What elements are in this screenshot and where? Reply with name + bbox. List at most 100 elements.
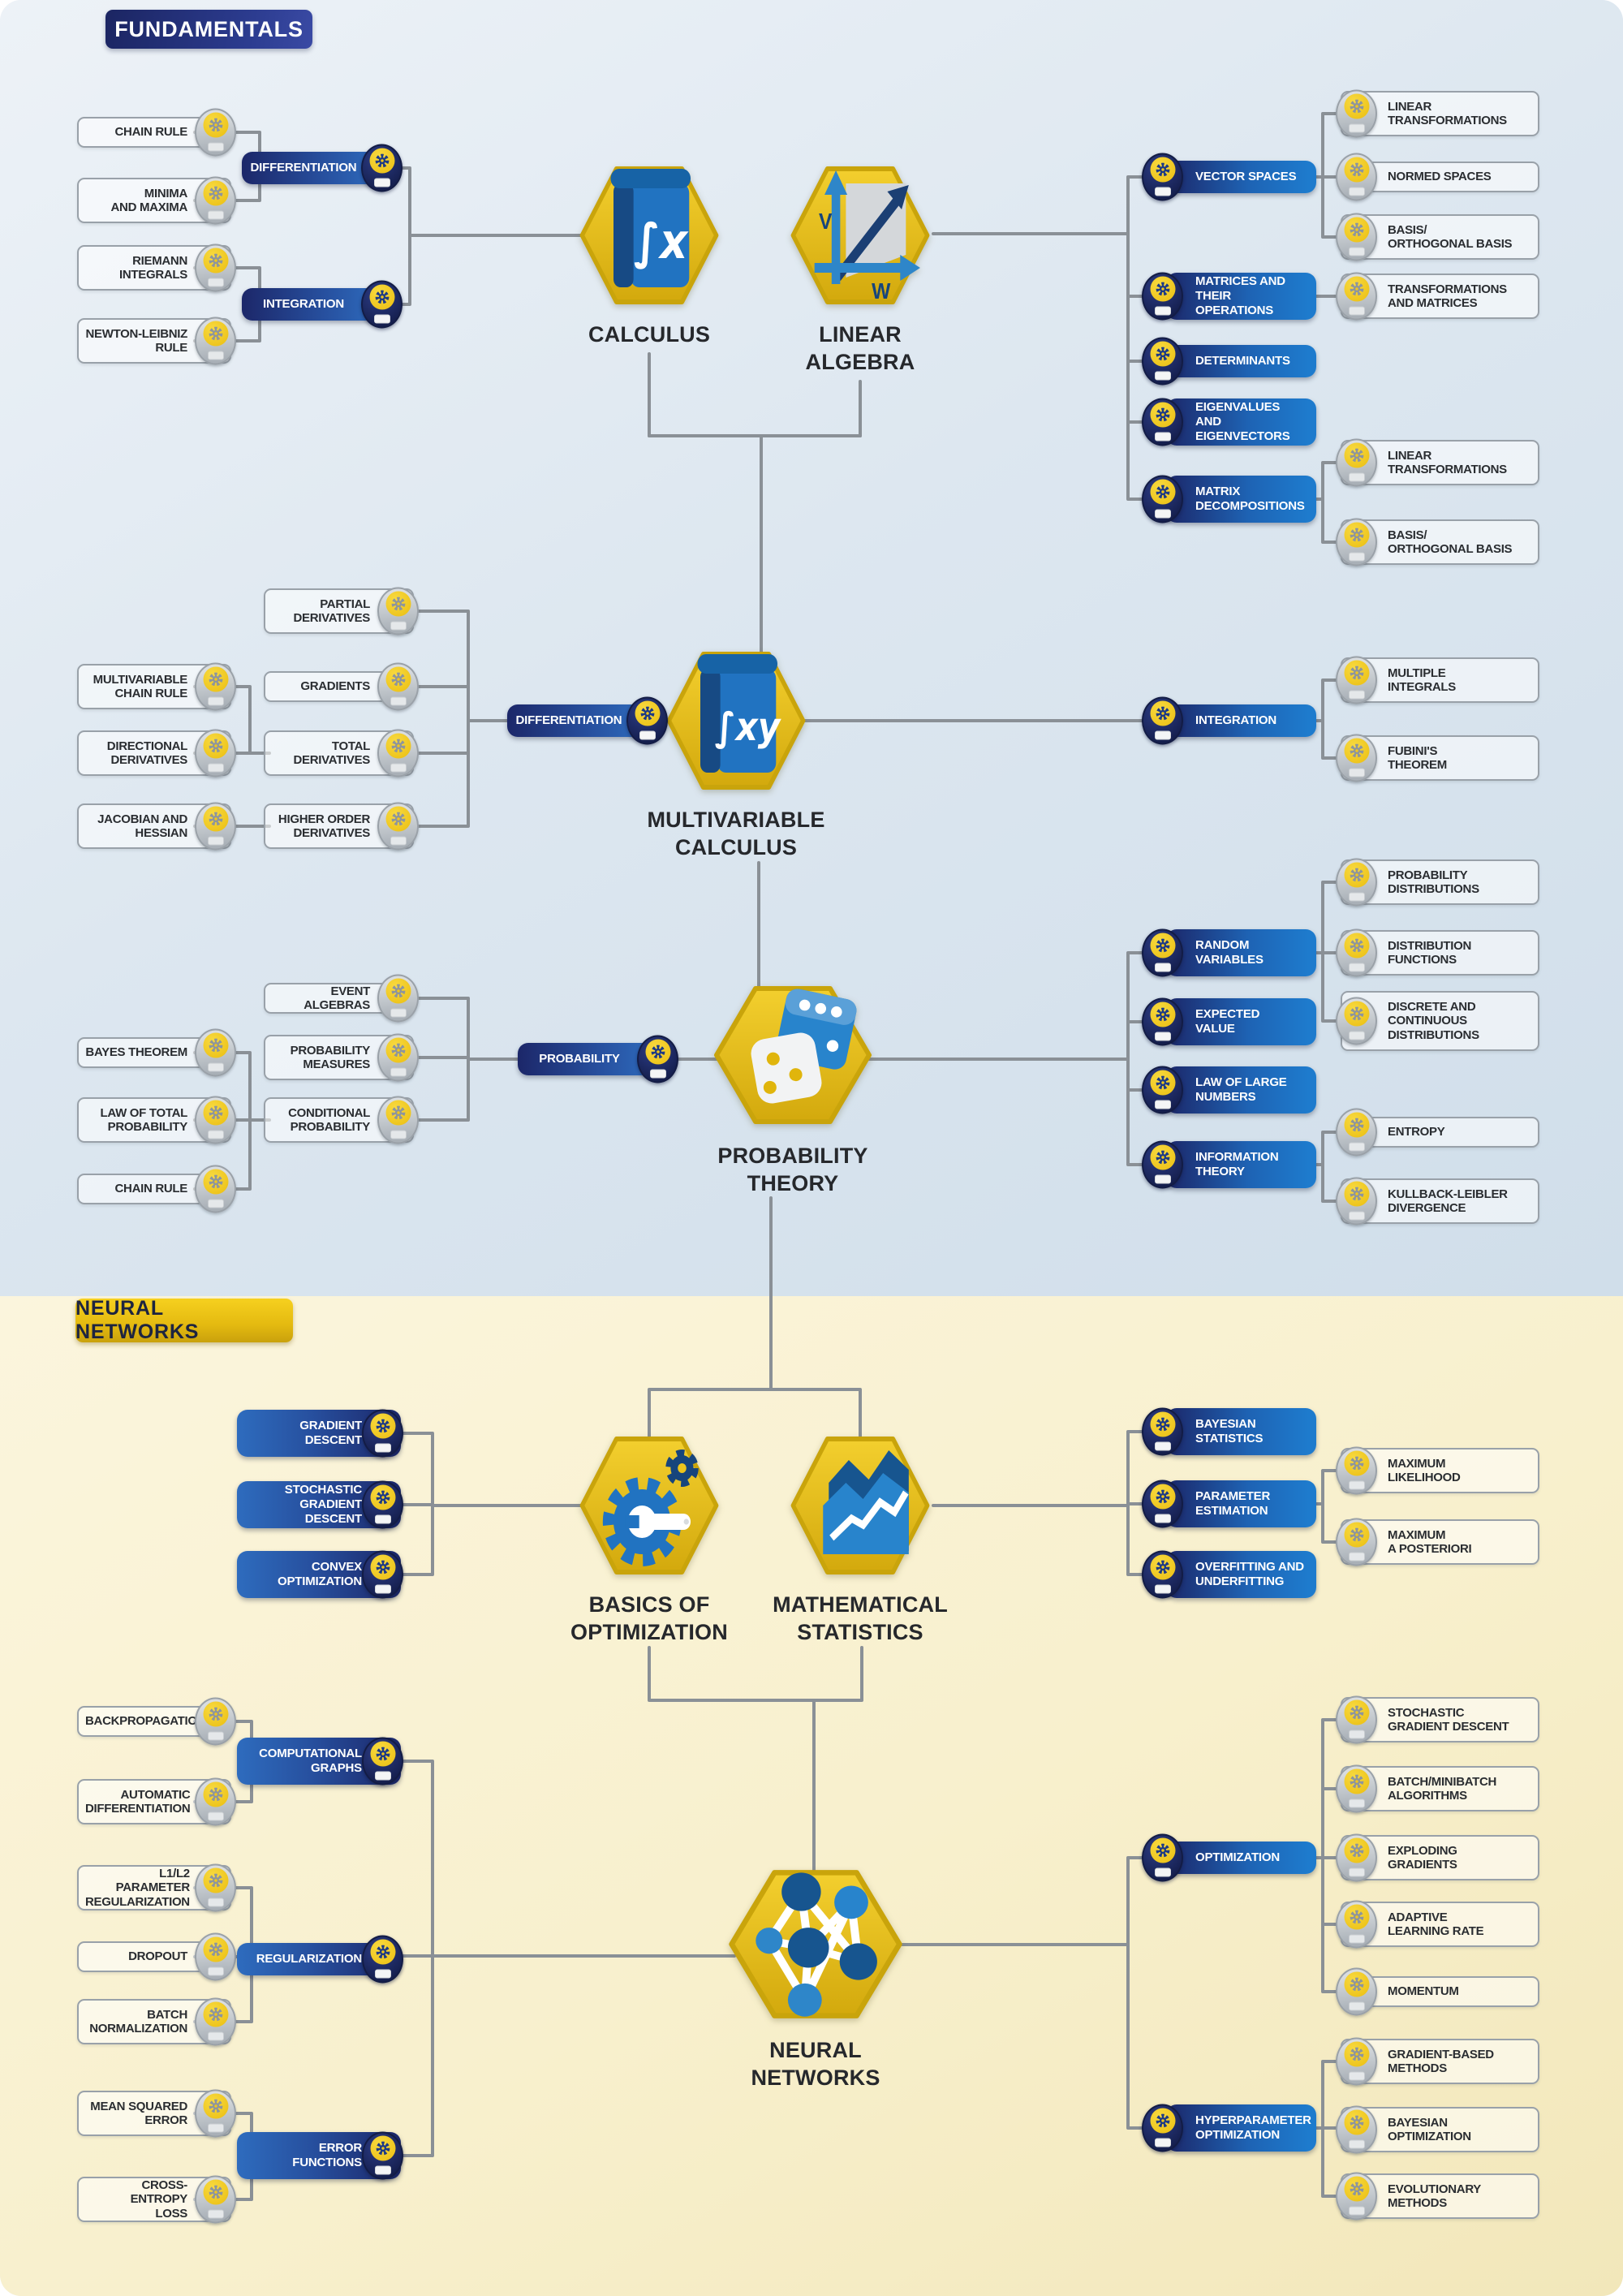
- lightbulb-gear-icon: [195, 1777, 236, 1826]
- category-law-of-large-numbers[interactable]: LAW OF LARGE NUMBERS: [1142, 1066, 1316, 1114]
- leaf-minima-and-maxima[interactable]: MINIMA AND MAXIMA: [77, 176, 236, 225]
- category-matrix-decompositions[interactable]: MATRIX DECOMPOSITIONS: [1142, 475, 1316, 523]
- leaf-stochastic-gradient-descent-sgd[interactable]: STOCHASTIC GRADIENT DESCENT: [1336, 1695, 1539, 1744]
- node-linear-algebra[interactable]: V W LINEAR ALGEBRA: [789, 154, 932, 374]
- leaf-basis-orthogonal-basis[interactable]: BASIS/ ORTHOGONAL BASIS: [1336, 213, 1539, 261]
- node-label: INTEGRATION: [1195, 713, 1277, 727]
- category-probability[interactable]: PROBABILITY: [518, 1035, 678, 1083]
- leaf-ma[interactable]: MAXIMUM A POSTERIORI: [1336, 1518, 1539, 1566]
- node-label: PARAMETER ESTIMATION: [1195, 1489, 1271, 1518]
- leaf-kullback-leibler-divergence[interactable]: KULLBACK-LEIBLER DIVERGENCE: [1336, 1177, 1539, 1226]
- category-stochastic-gradient-descent[interactable]: STOCHASTIC GRADIENT DESCENT: [237, 1480, 403, 1529]
- lightbulb-gear-icon: [195, 1028, 236, 1077]
- category-differentiation[interactable]: DIFFERENTIATION: [242, 144, 403, 192]
- leaf-distribution-functions[interactable]: DISTRIBUTION FUNCTIONS: [1336, 928, 1539, 977]
- lightbulb-gear-icon: [1336, 2172, 1377, 2221]
- category-random-variables[interactable]: RANDOM VARIABLES: [1142, 928, 1316, 977]
- leaf-mean-squared-error[interactable]: MEAN SQUARED ERROR: [77, 2089, 236, 2138]
- leaf-event-algebras[interactable]: EVENT ALGEBRAS: [264, 974, 419, 1023]
- leaf-directional-derivatives[interactable]: DIRECTIONAL DERIVATIVES: [77, 729, 236, 778]
- node-label: BASIS/ ORTHOGONAL BASIS: [1388, 528, 1513, 556]
- leaf-fubinis-theorem[interactable]: FUBINI'S THEOREM: [1336, 734, 1539, 782]
- category-parameter-estimation[interactable]: PARAMETER ESTIMATION: [1142, 1480, 1316, 1528]
- node-multivariable-calculus[interactable]: ∫xy MULTIVARIABLE CALCULUS: [647, 640, 824, 859]
- category-vector-spaces[interactable]: VECTOR SPACES: [1142, 153, 1316, 201]
- category-information-theory[interactable]: INFORMATION THEORY: [1142, 1140, 1316, 1189]
- leaf-riemann-integrals[interactable]: RIEMANN INTEGRALS: [77, 243, 236, 292]
- leaf-normed-spaces[interactable]: NORMED SPACES: [1336, 153, 1539, 201]
- category-bayesian-statistics[interactable]: BAYESIAN STATISTICS: [1142, 1407, 1316, 1456]
- leaf-cross-entropy-loss[interactable]: CROSS-ENTROPY LOSS: [77, 2175, 236, 2224]
- leaf-gradient-based-methods[interactable]: GRADIENT-BASED METHODS: [1336, 2037, 1539, 2086]
- node-label: EXPLODING GRADIENTS: [1388, 1843, 1457, 1872]
- leaf-maximum-likelihood[interactable]: MAXIMUM LIKELIHOOD: [1336, 1446, 1539, 1495]
- lightbulb-gear-icon: [1336, 997, 1377, 1045]
- leaf-probability-distributions[interactable]: PROBABILITY DISTRIBUTIONS: [1336, 858, 1539, 907]
- leaf-multiple-integrals[interactable]: MULTIPLE INTEGRALS: [1336, 656, 1539, 704]
- leaf-batch-minibatch-algorithms[interactable]: BATCH/MINIBATCH ALGORITHMS: [1336, 1764, 1539, 1813]
- leaf-gradients[interactable]: GRADIENTS: [264, 662, 419, 711]
- category-differentiation-2[interactable]: DIFFERENTIATION: [507, 696, 668, 745]
- leaf-law-of-total-probability[interactable]: LAW OF TOTAL PROBABILITY: [77, 1096, 236, 1144]
- leaf-multivariable-chain-rule[interactable]: MULTIVARIABLE CHAIN RULE: [77, 662, 236, 711]
- lightbulb-gear-icon: [1142, 1407, 1183, 1456]
- category-optimization[interactable]: OPTIMIZATION: [1142, 1833, 1316, 1882]
- category-regularization[interactable]: REGULARIZATION: [237, 1935, 403, 1984]
- node-label: CONDITIONAL PROBABILITY: [288, 1105, 370, 1134]
- node-basics-of-optimization[interactable]: BASICS OF OPTIMIZATION: [570, 1424, 728, 1644]
- category-integration[interactable]: INTEGRATION: [242, 280, 403, 329]
- leaf-basis-orthogonal-basis-2[interactable]: BASIS/ ORTHOGONAL BASIS: [1336, 518, 1539, 566]
- leaf-total-derivatives[interactable]: TOTAL DERIVATIVES: [264, 729, 419, 778]
- leaf-bayes-theorem[interactable]: BAYES THEOREM: [77, 1028, 236, 1077]
- node-calculus[interactable]: ∫x CALCULUS: [578, 154, 721, 347]
- category-expected-value[interactable]: EXPECTED VALUE: [1142, 997, 1316, 1046]
- category-convex-optimization[interactable]: CONVEX OPTIMIZATION: [237, 1550, 403, 1599]
- category-overfitting-and-underfitting[interactable]: OVERFITTING AND UNDERFITTING: [1142, 1550, 1316, 1599]
- category-determinants[interactable]: DETERMINANTS: [1142, 337, 1316, 386]
- leaf-linear-transformations-2[interactable]: LINEAR TRANSFORMATIONS: [1336, 438, 1539, 487]
- leaf-chain-rule[interactable]: CHAIN RULE: [77, 108, 236, 157]
- leaf-automatic-differentiation[interactable]: AUTOMATIC DIFFERENTIATION: [77, 1777, 236, 1826]
- node-label: LINEAR TRANSFORMATIONS: [1388, 99, 1507, 127]
- category-matrices-and-their-operations[interactable]: MATRICES AND THEIR OPERATIONS: [1142, 272, 1316, 321]
- leaf-backpropagation[interactable]: BACKPROPAGATION: [77, 1697, 236, 1746]
- leaf-jacobian-and-hessian[interactable]: JACOBIAN AND HESSIAN: [77, 802, 236, 851]
- lightbulb-gear-icon: [1336, 1108, 1377, 1157]
- category-eigenvalues-and-eigenvectors[interactable]: EIGENVALUES AND EIGENVECTORS: [1142, 398, 1316, 446]
- leaf-dropout[interactable]: DROPOUT: [77, 1932, 236, 1981]
- leaf-probability-measures[interactable]: PROBABILITY MEASURES: [264, 1033, 419, 1082]
- node-label: MAXIMUM A POSTERIORI: [1388, 1527, 1472, 1556]
- lightbulb-gear-icon: [195, 2089, 236, 2138]
- category-computational-graphs[interactable]: COMPUTATIONAL GRAPHS: [237, 1737, 403, 1786]
- node-label: MAXIMUM LIKELIHOOD: [1388, 1456, 1461, 1484]
- leaf-newton-leibniz-rule[interactable]: NEWTON-LEIBNIZ RULE: [77, 317, 236, 365]
- leaf-conditional-probability[interactable]: CONDITIONAL PROBABILITY: [264, 1096, 419, 1144]
- leaf-entropy[interactable]: ENTROPY: [1336, 1108, 1539, 1157]
- leaf-l1l2-parameter-regularization[interactable]: L1/L2 PARAMETER REGULARIZATION: [77, 1863, 236, 1912]
- leaf-adaptive-learning-rate[interactable]: ADAPTIVE LEARNING RATE: [1336, 1900, 1539, 1949]
- leaf-momentum[interactable]: MOMENTUM: [1336, 1967, 1539, 2016]
- leaf-linear-transformations[interactable]: LINEAR TRANSFORMATIONS: [1336, 89, 1539, 138]
- leaf-partial-derivatives[interactable]: PARTIAL DERIVATIVES: [264, 587, 419, 635]
- leaf-chain-rule-2[interactable]: CHAIN RULE: [77, 1165, 236, 1213]
- svg-text:∫x: ∫x: [634, 214, 689, 270]
- leaf-evolutionary-methods[interactable]: EVOLUTIONARY METHODS: [1336, 2172, 1539, 2221]
- node-mathematical-statistics[interactable]: MATHEMATICAL STATISTICS: [773, 1424, 948, 1644]
- node-probability-theory[interactable]: PROBABILITY THEORY: [712, 974, 874, 1195]
- lightbulb-gear-icon: [361, 280, 403, 329]
- category-error-functions[interactable]: ERROR FUNCTIONS: [237, 2131, 403, 2180]
- node-label: MULTIPLE INTEGRALS: [1388, 666, 1456, 694]
- leaf-batch-normalization[interactable]: BATCH NORMALIZATION: [77, 1997, 236, 2046]
- category-gradient-descent[interactable]: GRADIENT DESCENT: [237, 1409, 403, 1458]
- leaf-higher-order-derivatives[interactable]: HIGHER ORDER DERIVATIVES: [264, 802, 419, 851]
- lightbulb-gear-icon: [377, 662, 419, 711]
- category-integration-2[interactable]: INTEGRATION: [1142, 696, 1316, 745]
- leaf-discrete-and-continuous-distributions[interactable]: DISCRETE AND CONTINUOUS DISTRIBUTIONS: [1336, 991, 1539, 1051]
- leaf-exploding-gradients[interactable]: EXPLODING GRADIENTS: [1336, 1833, 1539, 1882]
- node-neural-networks[interactable]: NEURAL NETWORKS: [726, 1857, 905, 2090]
- leaf-bayesian-optimization[interactable]: BAYESIAN OPTIMIZATION: [1336, 2105, 1539, 2154]
- lightbulb-gear-icon: [1142, 1140, 1183, 1189]
- leaf-transformations-and-matrices[interactable]: TRANSFORMATIONS AND MATRICES: [1336, 272, 1539, 321]
- category-hyperparameter-optimization[interactable]: HYPERPARAMETER OPTIMIZATION: [1142, 2104, 1316, 2152]
